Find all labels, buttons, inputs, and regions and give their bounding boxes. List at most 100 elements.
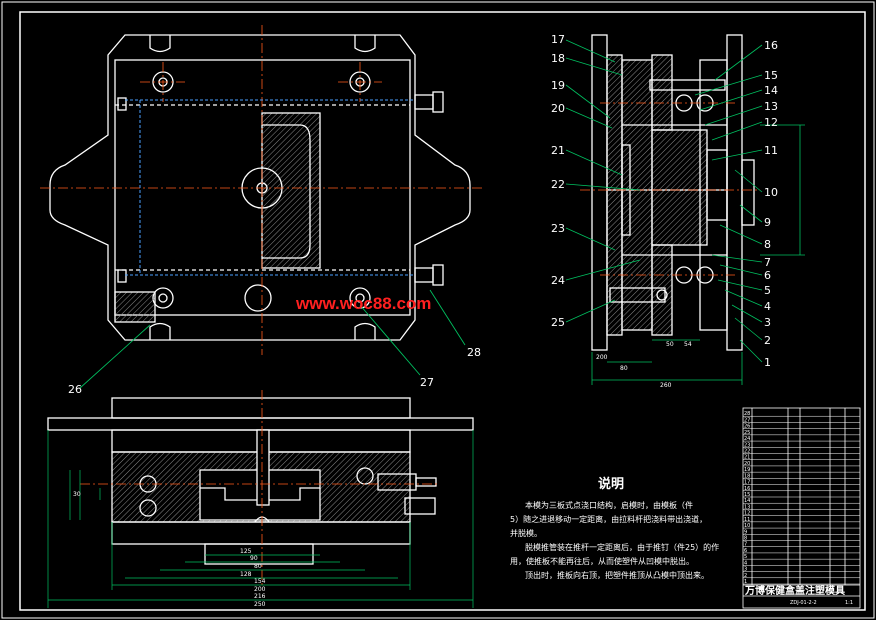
svg-text:5）随之进退移动一定距离，由拉料杆把浇料带出浇道，: 5）随之进退移动一定距离，由拉料杆把浇料带出浇道， (510, 514, 707, 524)
section-part-numbers-right: 1 2 3 4 5 6 7 8 9 10 11 12 13 14 15 16 (764, 39, 778, 369)
svg-text:260: 260 (660, 382, 672, 389)
bom-row-number: 23 (744, 442, 750, 448)
front-view-dimensions (47, 430, 474, 608)
title-block (742, 407, 861, 609)
bom-row-number: 12 (744, 511, 750, 517)
svg-text:30: 30 (73, 491, 81, 498)
bom-row-number: 7 (744, 542, 747, 548)
svg-text:216: 216 (254, 593, 266, 600)
bom-row-number: 3 (744, 567, 747, 573)
front-view (47, 397, 474, 565)
svg-text:13: 13 (764, 100, 778, 113)
inner-frame (19, 11, 866, 611)
bom-row-number: 4 (744, 560, 747, 566)
svg-text:用，使推板不能再往后，从而使塑件从凹模中脱出。: 用，使推板不能再往后，从而使塑件从凹模中脱出。 (510, 556, 694, 566)
bom-row-number: 10 (744, 523, 750, 529)
bom-row-numbers: 2827262524232221201918171615141312111098… (744, 411, 750, 585)
part-number-26: 26 (68, 383, 82, 396)
svg-text:15: 15 (764, 69, 778, 82)
bom-row-number: 21 (744, 455, 750, 461)
notes-title: 说明 (598, 476, 624, 492)
bom-row-number: 16 (744, 486, 750, 492)
top-view-centerlines (40, 25, 485, 355)
section-view (591, 34, 755, 351)
title-block-scale: 1:1 (845, 600, 853, 606)
svg-text:25: 25 (551, 316, 565, 329)
svg-text:200: 200 (596, 354, 608, 361)
bom-row-number: 25 (744, 430, 750, 436)
svg-text:154: 154 (254, 578, 266, 585)
svg-text:脱模推管装在推杆一定距离后，由于推钉（件25）的作: 脱模推管装在推杆一定距离后，由于推钉（件25）的作 (525, 542, 719, 552)
svg-text:本模为三板式点浇口结构，启模时，由模板（件: 本模为三板式点浇口结构，启模时，由模板（件 (525, 500, 693, 510)
svg-text:128: 128 (240, 571, 252, 578)
svg-text:11: 11 (764, 144, 778, 157)
svg-text:14: 14 (764, 84, 778, 97)
svg-text:50: 50 (666, 341, 674, 348)
svg-text:10: 10 (764, 186, 778, 199)
svg-text:20: 20 (551, 102, 565, 115)
notes-body: 本模为三板式点浇口结构，启模时，由模板（件 5）随之进退移动一定距离，由拉料杆把… (510, 500, 719, 580)
bom-row-number: 11 (744, 517, 750, 523)
svg-text:80: 80 (620, 365, 628, 372)
svg-text:23: 23 (551, 222, 565, 235)
svg-text:21: 21 (551, 144, 565, 157)
bom-row-number: 1 (744, 579, 747, 585)
svg-text:54: 54 (684, 341, 692, 348)
svg-text:7: 7 (764, 256, 771, 269)
svg-text:17: 17 (551, 33, 565, 46)
svg-text:6: 6 (764, 269, 771, 282)
bom-row-number: 13 (744, 504, 750, 510)
bom-row-number: 8 (744, 536, 747, 542)
bom-row-number: 15 (744, 492, 750, 498)
svg-text:并脱模。: 并脱模。 (510, 528, 542, 538)
bom-row-lines (743, 415, 860, 585)
bom-row-number: 22 (744, 449, 750, 455)
svg-text:8: 8 (764, 238, 771, 251)
svg-text:90: 90 (250, 555, 258, 562)
bom-row-number: 17 (744, 480, 750, 486)
bom-row-number: 28 (744, 411, 750, 417)
svg-text:22: 22 (551, 178, 565, 191)
svg-text:16: 16 (764, 39, 778, 52)
svg-text:125: 125 (240, 548, 252, 555)
bom-row-number: 5 (744, 554, 747, 560)
svg-text:19: 19 (551, 79, 565, 92)
section-view-leaders (565, 39, 805, 385)
watermark: www.woc88.com (295, 294, 431, 313)
svg-text:250: 250 (254, 601, 266, 608)
svg-text:9: 9 (764, 216, 771, 229)
svg-text:3: 3 (764, 316, 771, 329)
front-view-dim-labels: 125 90 80 128 154 200 216 250 30 (73, 491, 266, 608)
bom-row-number: 18 (744, 473, 750, 479)
svg-text:80: 80 (254, 563, 262, 570)
svg-text:24: 24 (551, 274, 565, 287)
top-view (49, 34, 471, 341)
title-block-drawing-no: ZDJ-01-2-2 (790, 600, 817, 606)
part-number-27: 27 (420, 376, 434, 389)
bom-row-number: 27 (744, 417, 750, 423)
svg-text:5: 5 (764, 284, 771, 297)
svg-text:2: 2 (764, 334, 771, 347)
bom-row-number: 24 (744, 436, 750, 442)
bom-row-number: 2 (744, 573, 747, 579)
svg-text:200: 200 (254, 586, 266, 593)
front-view-centerlines (80, 390, 440, 585)
bom-row-number: 26 (744, 424, 750, 430)
bom-row-number: 9 (744, 529, 747, 535)
section-view-centerlines (580, 102, 760, 276)
bom-row-number: 14 (744, 498, 750, 504)
bom-row-number: 19 (744, 467, 750, 473)
svg-text:4: 4 (764, 300, 771, 313)
svg-text:顶出时，推板向右顶，把塑件推顶从凸模中顶出来。: 顶出时，推板向右顶，把塑件推顶从凸模中顶出来。 (525, 570, 709, 580)
top-view-leaders (79, 289, 466, 389)
top-view-cooling (125, 99, 415, 276)
svg-text:18: 18 (551, 52, 565, 65)
section-part-numbers-left: 17 18 19 20 21 22 23 24 25 (551, 33, 565, 329)
svg-text:12: 12 (764, 116, 778, 129)
part-number-28: 28 (467, 346, 481, 359)
bom-row-number: 6 (744, 548, 747, 554)
svg-text:1: 1 (764, 356, 771, 369)
section-dim-labels: 200 80 260 50 54 (596, 341, 692, 389)
